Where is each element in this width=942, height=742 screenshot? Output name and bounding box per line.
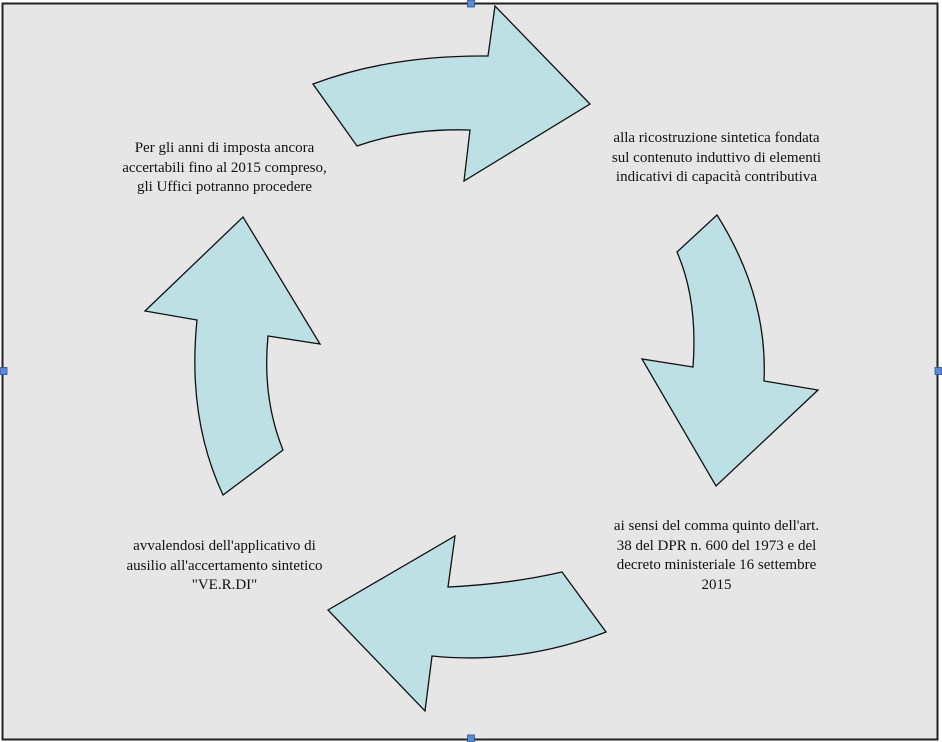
step-2-label: alla ricostruzione sintetica fondata sul… bbox=[611, 130, 822, 185]
resize-handle-bottom[interactable] bbox=[467, 734, 475, 742]
resize-handle-top[interactable] bbox=[467, 0, 475, 8]
curved-arrow-right-icon bbox=[311, 4, 592, 183]
step-3-label: ai sensi del comma quinto dell'art. 38 d… bbox=[613, 518, 820, 593]
curved-arrow-down-icon bbox=[640, 213, 820, 488]
step-1-label: Per gli anni di imposta ancora accertabi… bbox=[122, 140, 327, 195]
resize-handle-right[interactable] bbox=[934, 367, 942, 375]
resize-handle-left[interactable] bbox=[0, 367, 8, 375]
step-4-label: avvalendosi dell'applicativo di ausilio … bbox=[126, 538, 323, 593]
curved-arrow-left-icon bbox=[326, 534, 608, 713]
curved-arrow-up-icon bbox=[143, 215, 322, 497]
